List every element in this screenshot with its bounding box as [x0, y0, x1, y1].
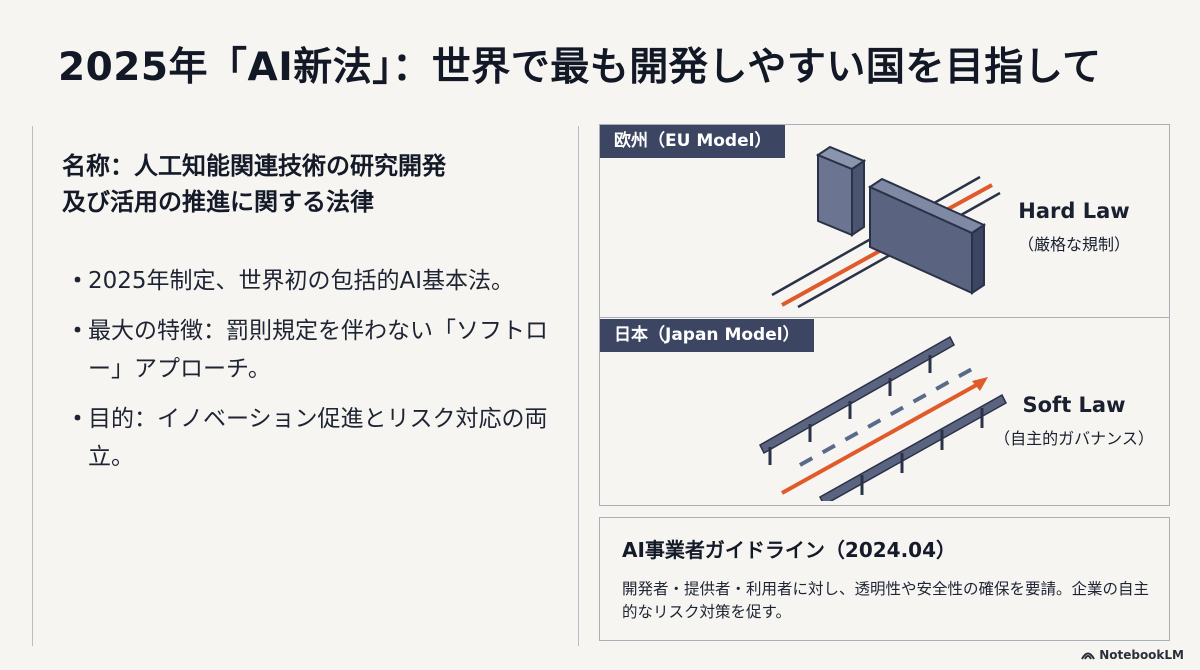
wall-barrier-illustration [771, 145, 1001, 309]
eu-model-tag: 欧州（EU Model） [600, 125, 786, 158]
brand-name: NotebookLM [1099, 648, 1184, 662]
guardrail-road-illustration [759, 335, 1007, 501]
orange-arrow-head [972, 377, 988, 391]
law-name-line-2: 及び活用の推進に関する法律 [62, 188, 374, 216]
orange-path-line [781, 246, 886, 307]
law-name-line-1: 名称：人工知能関連技術の研究開発 [62, 152, 446, 180]
orange-arrow-line [781, 381, 981, 495]
guardrail-lower [819, 393, 1007, 501]
guardrail-posts-lower [860, 408, 984, 495]
hard-law-subtitle: （厳格な規制） [1017, 235, 1130, 254]
wall-pillar-top [815, 145, 867, 171]
panel-divider [600, 317, 1169, 318]
comparison-panel: 欧州（EU Model） Hard Law （厳格な規制） 日本（Japan M… [599, 124, 1170, 506]
wall-side [971, 223, 985, 295]
bullet-marker: ・ [66, 318, 89, 344]
hard-law-label: Hard Law [1018, 199, 1130, 223]
bullet-marker: ・ [66, 406, 89, 432]
japan-model-tag: 日本（Japan Model） [600, 319, 814, 352]
soft-law-subtitle: （自主的ガバナンス） [994, 429, 1154, 448]
lane-dash-line [799, 367, 973, 467]
bullet-list: ・ 2025年制定、世界初の包括的AI基本法。 ・ 最大の特徴：罰則規定を伴わな… [66, 262, 556, 488]
bullet-text: 2025年制定、世界初の包括的AI基本法。 [88, 268, 515, 294]
guardrail-posts-upper [768, 355, 932, 465]
guideline-box: AI事業者ガイドライン（2024.04） 開発者・提供者・利用者に対し、透明性や… [599, 517, 1170, 641]
bullet-text: 最大の特徴：罰則規定を伴わない「ソフトロー」アプローチ。 [88, 318, 548, 382]
guideline-text: 開発者・提供者・利用者に対し、透明性や安全性の確保を要請。企業の自主的なリスク対… [622, 580, 1150, 621]
middle-divider [578, 126, 579, 646]
wall-pillar-side [851, 159, 865, 237]
notebooklm-logo-icon [1081, 652, 1096, 660]
bullet-item: ・ 最大の特徴：罰則規定を伴わない「ソフトロー」アプローチ。 [66, 312, 556, 388]
guideline-title: AI事業者ガイドライン（2024.04） [622, 538, 957, 562]
bullet-marker: ・ [66, 268, 89, 294]
bullet-item: ・ 2025年制定、世界初の包括的AI基本法。 [66, 262, 556, 300]
soft-law-label: Soft Law [1022, 393, 1126, 417]
page-title: 2025年「AI新法」：世界で最も開発しやすい国を目指して [58, 45, 1102, 90]
bullet-item: ・ 目的：イノベーション促進とリスク対応の両立。 [66, 400, 556, 476]
bullet-text: 目的：イノベーション促進とリスク対応の両立。 [88, 406, 548, 470]
law-name: 名称：人工知能関連技術の研究開発 及び活用の推進に関する法律 [62, 148, 562, 220]
brand-mark: NotebookLM [1081, 648, 1184, 662]
left-divider [32, 126, 33, 646]
